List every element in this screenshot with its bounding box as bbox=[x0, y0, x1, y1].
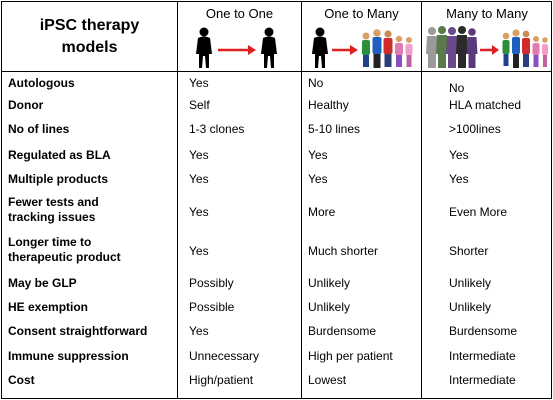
table-title: iPSC therapy models bbox=[2, 2, 177, 71]
row-label: Autologous bbox=[8, 76, 75, 90]
one-to-one-cell: Yes bbox=[189, 324, 209, 338]
one-to-many-cell: High per patient bbox=[308, 349, 393, 363]
one-to-many-cell: Healthy bbox=[308, 98, 349, 112]
column-header-many-to-many: Many to Many bbox=[422, 2, 552, 71]
one-to-many-cell: Burdensome bbox=[308, 324, 377, 338]
one-to-one-cell: Yes bbox=[189, 244, 209, 258]
row-label-line1: Longer time to bbox=[8, 235, 92, 249]
column-divider bbox=[301, 2, 302, 398]
one-to-many-illustration-icon bbox=[312, 27, 413, 68]
many-to-many-cell: Yes bbox=[449, 148, 469, 162]
header-divider bbox=[2, 71, 551, 72]
many-to-many-cell: Shorter bbox=[449, 244, 489, 258]
row-label: Immune suppression bbox=[8, 349, 129, 363]
column-header-one-to-one: One to One bbox=[178, 2, 301, 71]
one-to-many-cell: Lowest bbox=[308, 373, 347, 387]
many-to-many-cell: HLA matched bbox=[449, 98, 522, 112]
many-to-many-cell: Unlikely bbox=[449, 300, 492, 314]
one-to-one-cell: 1-3 clones bbox=[189, 122, 245, 136]
one-to-one-cell: Possibly bbox=[189, 276, 234, 290]
column-divider bbox=[421, 2, 422, 398]
row-label-line1: Fewer tests and bbox=[8, 195, 99, 209]
row-label: HE exemption bbox=[8, 300, 89, 314]
column-header-label: One to Many bbox=[324, 6, 399, 21]
many-to-many-illustration-icon bbox=[426, 26, 548, 68]
column-divider bbox=[177, 2, 178, 398]
row-label: Multiple products bbox=[8, 172, 108, 186]
many-to-many-cell: No bbox=[449, 81, 465, 95]
row-label: May be GLP bbox=[8, 276, 77, 290]
row-label-line2: tracking issues bbox=[8, 210, 96, 224]
column-header-one-to-many: One to Many bbox=[302, 2, 421, 71]
many-to-many-cell: >100lines bbox=[449, 122, 501, 136]
one-to-one-cell: High/patient bbox=[189, 373, 254, 387]
one-to-many-cell: 5-10 lines bbox=[308, 122, 361, 136]
row-label: Consent straightforward bbox=[8, 324, 148, 338]
many-to-many-cell: Burdensome bbox=[449, 324, 518, 338]
one-to-many-cell: Yes bbox=[308, 172, 328, 186]
one-to-many-cell: Much shorter bbox=[308, 244, 379, 258]
one-to-many-cell: No bbox=[308, 76, 324, 90]
many-to-many-cell: Intermediate bbox=[449, 349, 516, 363]
one-to-one-cell: Yes bbox=[189, 76, 209, 90]
one-to-one-cell: Possible bbox=[189, 300, 235, 314]
one-to-one-cell: Yes bbox=[189, 205, 209, 219]
table-title-line1: iPSC therapy bbox=[39, 16, 140, 34]
row-label: Donor bbox=[8, 98, 44, 112]
one-to-one-cell: Self bbox=[189, 98, 210, 112]
one-to-many-cell: Unlikely bbox=[308, 276, 351, 290]
one-to-one-cell: Yes bbox=[189, 148, 209, 162]
row-label: No of lines bbox=[8, 122, 70, 136]
row-label: Longer time to therapeutic product bbox=[8, 235, 121, 265]
one-to-one-illustration-icon bbox=[196, 27, 277, 68]
one-to-one-cell: Yes bbox=[189, 172, 209, 186]
row-label: Cost bbox=[8, 373, 35, 387]
one-to-many-cell: Unlikely bbox=[308, 300, 351, 314]
many-to-many-cell: Even More bbox=[449, 205, 508, 219]
one-to-many-cell: Yes bbox=[308, 148, 328, 162]
one-to-one-cell: Unnecessary bbox=[189, 349, 260, 363]
many-to-many-cell: Yes bbox=[449, 172, 469, 186]
many-to-many-cell: Intermediate bbox=[449, 373, 516, 387]
column-header-label: Many to Many bbox=[446, 6, 528, 21]
row-label-line2: therapeutic product bbox=[8, 250, 121, 264]
row-label: Regulated as BLA bbox=[8, 148, 111, 162]
column-header-label: One to One bbox=[205, 6, 274, 21]
row-label: Fewer tests and tracking issues bbox=[8, 195, 99, 225]
one-to-many-cell: More bbox=[308, 205, 336, 219]
table-title-line2: models bbox=[61, 38, 118, 56]
many-to-many-cell: Unlikely bbox=[449, 276, 492, 290]
